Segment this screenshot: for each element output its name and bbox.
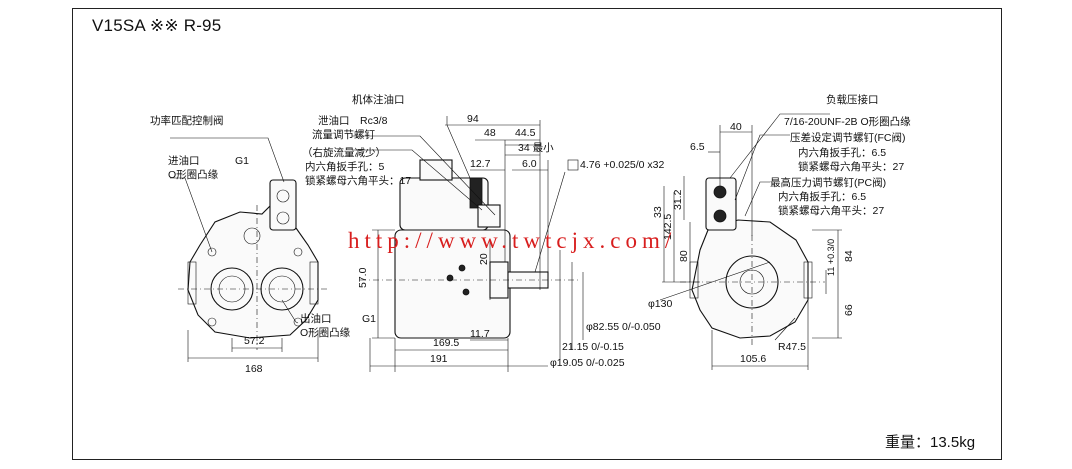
front-view [170, 137, 330, 362]
weight-label: 重量：13.5kg [885, 434, 976, 451]
dim-105-6: 105.6 [740, 353, 766, 365]
inlet-flange-label: O形圈凸缘 [168, 168, 219, 181]
dim-19-05: φ19.05 0/-0.025 [550, 357, 625, 369]
dim-94: 94 [467, 113, 479, 125]
diff-screw-label: 压差设定调节螺钉(FC阀) [790, 131, 906, 144]
load-port-spec-label: 7/16-20UNF-2B O形圈凸缘 [784, 115, 911, 128]
load-port-label: 负载压接口 [826, 93, 879, 106]
outlet-label: 出油口 [300, 312, 332, 325]
dim-57-0: 57.0 [357, 267, 369, 288]
dim-57-2: 57.2 [244, 335, 265, 347]
inlet-label: 进油口 [168, 154, 200, 167]
outlet-flange-label: O形圈凸缘 [300, 326, 351, 339]
dim-40: 40 [730, 121, 742, 133]
flow-note-label: （右旋流量减少） [302, 146, 386, 159]
dim-31-2: 31.2 [672, 189, 684, 210]
power-control-valve-label: 功率匹配控制阀 [150, 114, 224, 127]
dim-130: φ130 [648, 298, 672, 310]
flow-hex-label: 内六角扳手孔：5 [305, 160, 384, 173]
dim-44-5: 44.5 [515, 127, 536, 139]
diff-nut-label: 锁紧螺母六角平头：27 [798, 160, 904, 173]
dim-11-7: 11.7 [470, 328, 490, 340]
dim-33: 33 [652, 206, 664, 218]
dim-82-55: φ82.55 0/-0.050 [586, 321, 661, 333]
dim-21-15: 21.15 0/-0.15 [562, 341, 624, 353]
side-view [352, 116, 584, 372]
dim-r47-5: R47.5 [778, 341, 806, 353]
dim-84: 84 [843, 250, 855, 262]
dim-80: 80 [678, 250, 690, 262]
max-nut-label: 锁紧螺母六角平头：27 [778, 204, 884, 217]
dim-169-5: 169.5 [433, 337, 459, 349]
flow-nut-label: 锁紧螺母六角平头：17 [305, 174, 411, 187]
dim-66: 66 [843, 304, 855, 316]
dim-168: 168 [245, 363, 263, 375]
dim-34-min: 34 最小 [518, 142, 554, 154]
dim-142-5: 142.5 [662, 214, 674, 240]
inlet-size-label: G1 [235, 155, 249, 167]
dim-12-7: 12.7 [470, 158, 491, 170]
dim-key: 4.76 +0.025/0 x32 [580, 159, 665, 171]
dim-48: 48 [484, 127, 496, 139]
watermark-url: http://www.twtcjx.com/ [348, 228, 677, 253]
max-hex-label: 内六角扳手孔：6.5 [778, 190, 866, 203]
dim-6-5: 6.5 [690, 141, 705, 153]
rear-view [659, 113, 842, 370]
drawing-frame [72, 8, 1002, 460]
dim-191: 191 [430, 353, 448, 365]
dim-11: 11 +0.3/0 [826, 239, 836, 276]
dim-6-0: 6.0 [522, 158, 537, 170]
body-fill-port-label: 机体注油口 [352, 93, 405, 106]
drain-port-label: 泄油口 [318, 114, 350, 127]
drain-size-label: Rc3/8 [360, 115, 388, 127]
drawing-title: V15SA ※※ R-95 [92, 16, 222, 35]
dim-20: 20 [478, 253, 490, 265]
flow-adjust-screw-label: 流量调节螺钉 [312, 128, 375, 141]
diff-hex-label: 内六角扳手孔：6.5 [798, 146, 886, 159]
outlet-size-label: G1 [362, 313, 376, 325]
max-screw-label: 最高压力调节螺钉(PC阀) [770, 176, 886, 189]
